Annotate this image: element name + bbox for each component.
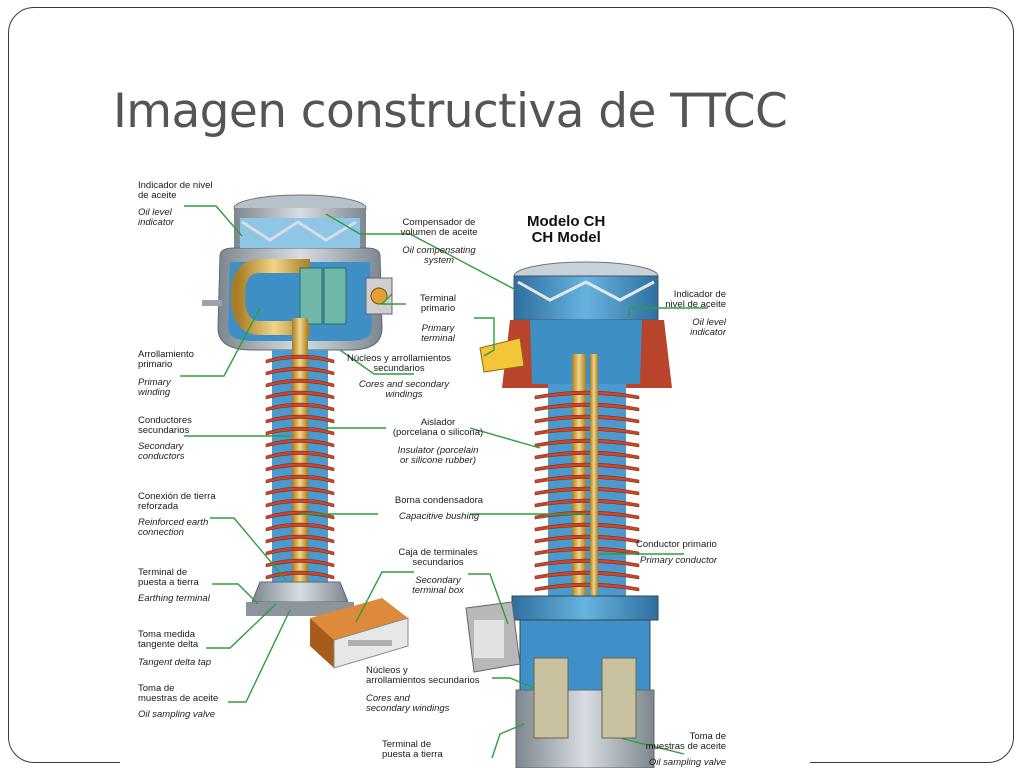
label-oil-compensator-en: Oil compensating system: [402, 245, 476, 266]
insulator-shed: [265, 438, 335, 448]
insulator-shed: [265, 522, 335, 532]
insulator-shed: [534, 522, 640, 532]
insulator-shed: [265, 534, 335, 544]
left-insulator-sheds: [265, 354, 335, 580]
label-primary-terminal-es: Terminal primario: [420, 293, 456, 314]
label-oil-level-indicator-2-en: Oil level indicator: [690, 317, 726, 338]
label-primary-terminal-en: Primary terminal: [421, 323, 455, 344]
insulator-shed: [534, 498, 640, 508]
label-oil-sampling-2-es: Toma de muestras de aceite: [645, 731, 726, 752]
label-reinforced-earth-es: Conexión de tierra reforzada: [138, 491, 216, 512]
insulator-shed: [265, 474, 335, 484]
label-primary-conductor-en: Primary conductor: [640, 555, 718, 566]
ct-construction-diagram: Modelo CH CH Model Indicador de nivel de…: [120, 178, 810, 768]
left-ct-model: [202, 194, 409, 669]
label-earthing-terminal-2-es: Terminal de puesta a tierra: [382, 739, 443, 760]
label-oil-level-indicator-es: Indicador de nivel de aceite: [138, 180, 213, 201]
insulator-shed: [265, 546, 335, 556]
right-insulator-sheds: [534, 390, 640, 592]
insulator-shed: [265, 378, 335, 388]
insulator-shed: [534, 474, 640, 484]
label-oil-level-indicator-2-es: Indicador de nivel de aceite: [665, 289, 726, 310]
slide-title: Imagen constructiva de TTCC: [113, 84, 788, 139]
label-secondary-terminal-box-en: Secondary terminal box: [412, 575, 464, 596]
insulator-shed: [265, 558, 335, 568]
insulator-shed: [265, 510, 335, 520]
insulator-shed: [265, 414, 335, 424]
insulator-shed: [265, 462, 335, 472]
insulator-shed: [534, 426, 640, 436]
insulator-shed: [534, 390, 640, 400]
label-capacitive-bushing-es: Borna condensadora: [394, 495, 484, 506]
ct-illustration: [180, 194, 708, 768]
label-tangent-delta-en: Tangent delta tap: [138, 657, 212, 668]
insulator-shed: [534, 438, 640, 448]
label-cores-windings-es: Núcleos y arrollamientos secundarios: [346, 353, 451, 374]
label-cores-windings-en: Cores and secondary windings: [358, 379, 450, 400]
right-ct-model: [465, 261, 672, 768]
insulator-shed: [265, 450, 335, 460]
model-title: Modelo CH CH Model: [527, 214, 605, 246]
label-earthing-terminal-en: Earthing terminal: [138, 593, 210, 604]
insulator-shed: [534, 510, 640, 520]
insulator-shed: [265, 570, 335, 580]
label-secondary-conductors-en: Secondary conductors: [138, 441, 185, 462]
label-primary-winding-es: Arrollamiento primario: [138, 349, 194, 370]
label-secondary-conductors-es: Conductores secundarios: [138, 415, 192, 436]
label-reinforced-earth-en: Reinforced earth connection: [138, 517, 209, 538]
insulator-shed: [265, 498, 335, 508]
label-insulator-es: Aislador (porcelana o silicona): [392, 417, 484, 438]
insulator-shed: [534, 534, 640, 544]
insulator-shed: [265, 426, 335, 436]
insulator-shed: [265, 390, 335, 400]
insulator-shed: [265, 486, 335, 496]
label-earthing-terminal-es: Terminal de puesta a tierra: [138, 567, 199, 588]
insulator-shed: [534, 402, 640, 412]
insulator-shed: [534, 414, 640, 424]
label-secondary-terminal-box-es: Caja de terminales secundarios: [398, 547, 478, 568]
label-insulator-en: Insulator (porcelain or silicone rubber): [397, 445, 479, 466]
insulator-shed: [265, 366, 335, 376]
label-oil-level-indicator-en: Oil level indicator: [138, 207, 174, 228]
label-cores-windings-2-en: Cores and secondary windings: [366, 693, 450, 714]
insulator-shed: [265, 354, 335, 364]
label-primary-conductor-es: Conductor primario: [636, 539, 717, 550]
insulator-shed: [534, 582, 640, 592]
label-tangent-delta-es: Toma medida tangente delta: [138, 629, 199, 650]
label-oil-sampling-es: Toma de muestras de aceite: [138, 683, 219, 704]
label-oil-sampling-en: Oil sampling valve: [138, 709, 216, 720]
insulator-shed: [534, 486, 640, 496]
insulator-shed: [534, 558, 640, 568]
model-title-en: CH Model: [531, 229, 601, 246]
insulator-shed: [265, 402, 335, 412]
label-oil-compensator-es: Compensador de volumen de aceite: [400, 217, 478, 238]
insulator-shed: [534, 462, 640, 472]
insulator-shed: [534, 570, 640, 580]
label-oil-sampling-2-en: Oil sampling valve: [648, 757, 726, 768]
label-capacitive-bushing-en: Capacitive bushing: [398, 511, 480, 522]
insulator-shed: [534, 450, 640, 460]
model-title-es: Modelo CH: [527, 213, 606, 230]
label-cores-windings-2-es: Núcleos y arrollamientos secundarios: [366, 665, 480, 686]
insulator-shed: [534, 546, 640, 556]
leader-lines: [180, 205, 708, 759]
label-primary-winding-en: Primary winding: [138, 377, 171, 398]
